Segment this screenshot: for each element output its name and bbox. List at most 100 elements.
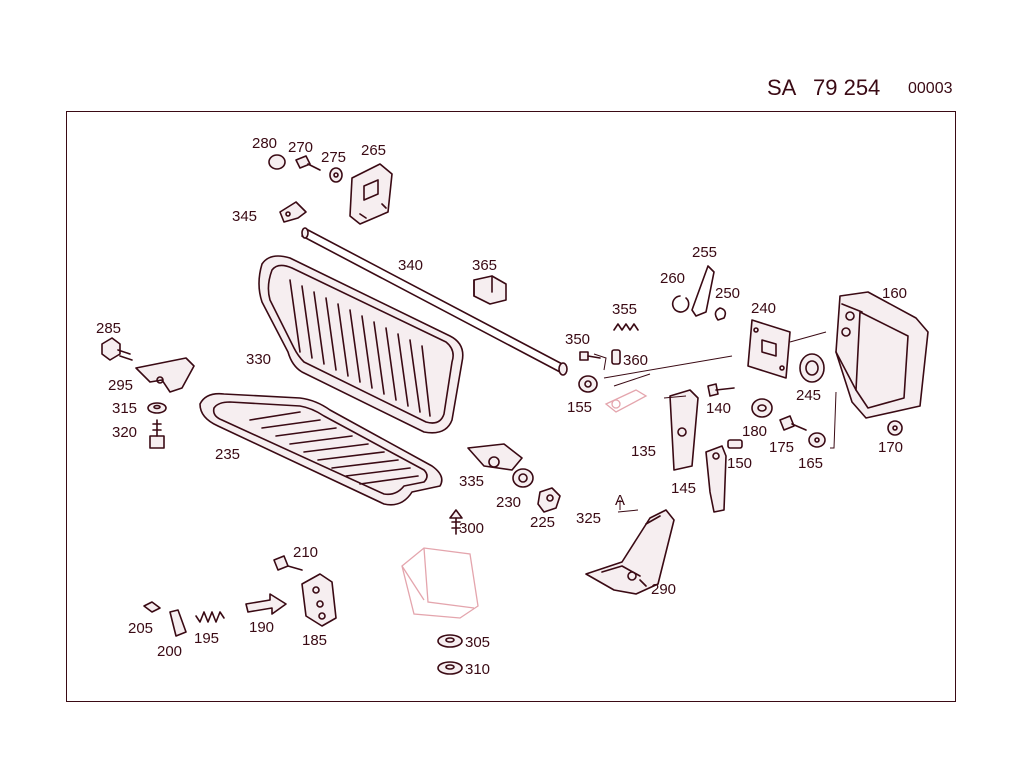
part-350-screw-icon xyxy=(579,351,601,361)
part-175-bolt-icon xyxy=(779,415,807,431)
part-270-screw-icon xyxy=(295,155,321,171)
part-230-washer-icon xyxy=(512,468,534,488)
callout-280: 280 xyxy=(252,135,277,152)
part-link-ghost-icon xyxy=(604,389,648,413)
callout-275: 275 xyxy=(321,149,346,166)
part-200-plate-icon xyxy=(169,609,187,637)
callout-230: 230 xyxy=(496,494,521,511)
part-155-bushing-icon xyxy=(578,375,598,393)
part-drawings xyxy=(101,154,929,675)
part-165-washer-icon xyxy=(808,432,826,448)
drawing-frame xyxy=(66,111,956,702)
callout-360: 360 xyxy=(623,352,648,369)
part-150-pin-icon xyxy=(727,439,743,449)
part-265-bracket-icon xyxy=(349,163,393,225)
part-145-lever-icon xyxy=(705,445,727,513)
part-260-clip-icon xyxy=(671,295,690,313)
callout-160: 160 xyxy=(882,285,907,302)
callout-140: 140 xyxy=(706,400,731,417)
callout-365: 365 xyxy=(472,257,497,274)
callout-135: 135 xyxy=(631,443,656,460)
callout-200: 200 xyxy=(157,643,182,660)
callout-270: 270 xyxy=(288,139,313,156)
callout-350: 350 xyxy=(565,331,590,348)
callout-240: 240 xyxy=(751,300,776,317)
part-160-housing-icon xyxy=(835,291,929,419)
callout-260: 260 xyxy=(660,270,685,287)
part-225-bolt-icon xyxy=(537,487,561,513)
marker-a: A xyxy=(615,492,625,509)
part-240-plate-icon xyxy=(747,319,791,379)
part-135-latch-icon xyxy=(669,389,699,471)
part-190-arrow-icon xyxy=(245,593,287,615)
callout-250: 250 xyxy=(715,285,740,302)
part-305-bushing-icon xyxy=(437,634,463,648)
callout-300: 300 xyxy=(459,520,484,537)
part-315-washer-icon xyxy=(147,402,167,414)
part-185-bracket-icon xyxy=(301,573,337,627)
part-310-bushing-icon xyxy=(437,661,463,675)
drawing-prefix: SA xyxy=(767,75,797,100)
part-345-hook-icon xyxy=(279,201,307,223)
part-300-screw-icon xyxy=(449,509,463,535)
callout-295: 295 xyxy=(108,377,133,394)
sheet-number: 00003 xyxy=(908,80,953,97)
callout-285: 285 xyxy=(96,320,121,337)
callout-210: 210 xyxy=(293,544,318,561)
part-250-clip-icon xyxy=(714,307,727,321)
callout-340: 340 xyxy=(398,257,423,274)
callout-175: 175 xyxy=(769,439,794,456)
callout-145: 145 xyxy=(671,480,696,497)
callout-330: 330 xyxy=(246,351,271,368)
leader-lines xyxy=(593,331,837,513)
callout-265: 265 xyxy=(361,142,386,159)
callout-255: 255 xyxy=(692,244,717,261)
callout-320: 320 xyxy=(112,424,137,441)
part-355-spring-icon xyxy=(613,323,639,331)
callout-355: 355 xyxy=(612,301,637,318)
callout-325: 325 xyxy=(576,510,601,527)
part-205-pin-icon xyxy=(143,601,161,613)
callout-195: 195 xyxy=(194,630,219,647)
callout-180: 180 xyxy=(742,423,767,440)
callout-305: 305 xyxy=(465,634,490,651)
callout-165: 165 xyxy=(798,455,823,472)
part-140-screw-icon xyxy=(707,383,735,397)
callout-310: 310 xyxy=(465,661,490,678)
callout-245: 245 xyxy=(796,387,821,404)
part-180-bushing-icon xyxy=(751,398,773,418)
callout-labels: 280 270 275 265 345 340 365 255 260 250 … xyxy=(96,135,907,678)
part-290-latch-icon xyxy=(585,509,675,595)
drawing-number: 79 254 xyxy=(813,75,881,100)
callout-185: 185 xyxy=(302,632,327,649)
part-210-screw-icon xyxy=(273,555,303,571)
part-275-washer-icon xyxy=(329,167,343,183)
drawing-header: SA 79 254 00003 xyxy=(0,74,1024,104)
part-335-hinge-icon xyxy=(467,443,523,471)
callout-170: 170 xyxy=(878,439,903,456)
callout-290: 290 xyxy=(651,581,676,598)
part-170-washer-icon xyxy=(887,420,903,436)
callout-205: 205 xyxy=(128,620,153,637)
callout-225: 225 xyxy=(530,514,555,531)
part-285-bolt-icon xyxy=(101,337,133,361)
part-255-lever-icon xyxy=(691,265,715,317)
part-195-spring-icon xyxy=(195,611,225,623)
part-245-grommet-icon xyxy=(799,353,825,383)
part-365-clip-icon xyxy=(473,275,507,305)
callout-155: 155 xyxy=(567,399,592,416)
callout-335: 335 xyxy=(459,473,484,490)
part-280-cap-icon xyxy=(268,154,286,170)
part-340-rod-icon xyxy=(301,227,568,376)
callout-190: 190 xyxy=(249,619,274,636)
part-320-bolt-icon xyxy=(149,419,165,449)
callout-150: 150 xyxy=(727,455,752,472)
part-360-pin-icon xyxy=(611,349,621,365)
callout-315: 315 xyxy=(112,400,137,417)
callout-345: 345 xyxy=(232,208,257,225)
part-cover-ghost-icon xyxy=(401,547,479,619)
part-330-frame-icon xyxy=(258,255,464,434)
callout-235: 235 xyxy=(215,446,240,463)
part-295-bracket-icon xyxy=(135,357,195,393)
